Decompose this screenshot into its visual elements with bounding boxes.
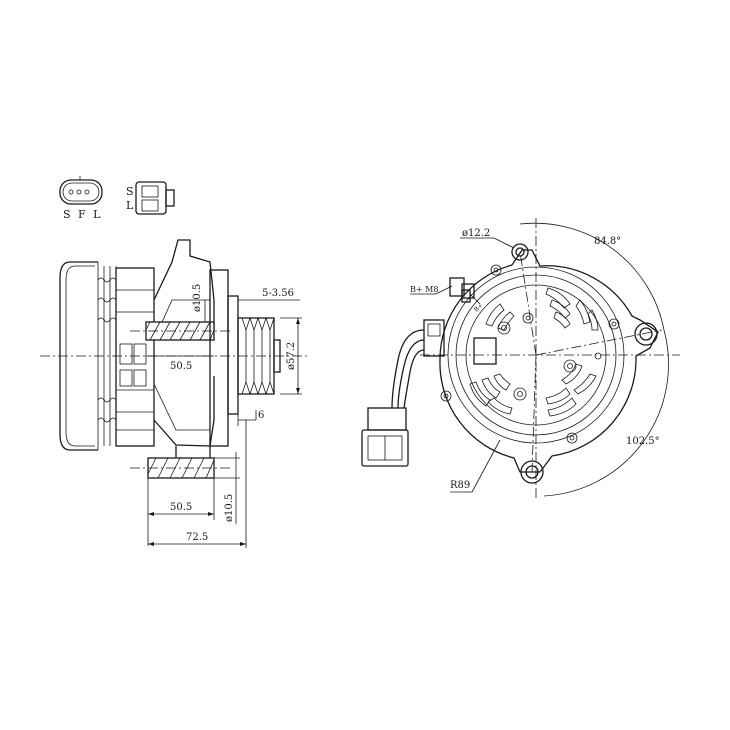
wire-harness [361,319,445,467]
dim-mount-upper: 50.5 [170,361,192,372]
dim-overall: 72.5 [186,532,208,543]
dim-terminal: B+ M8 [410,285,438,294]
dim-bore-upper: ø10.5 [192,284,203,312]
square-connector-icon [135,181,175,215]
mount-holes [511,243,658,484]
dim-radius: R89 [450,480,470,491]
round-connector-label: S F L [63,208,102,221]
square-connector-label-l: L [126,199,134,212]
dim-bore-lower: ø10.5 [224,494,235,522]
svg-text:B+: B+ [473,302,485,313]
dim-angle-upper: 84.8° [594,236,621,247]
alternator-side-view [40,239,310,479]
dim-pulley-grooves: 5-3.56 [262,288,294,299]
round-connector-icon [59,176,103,205]
dim-mount-lower: 50.5 [170,502,192,513]
dim-hole: ø12.2 [462,228,490,239]
side-dimensions: ø10.5 50.5 5-3.56 ø57.2 6 50.5 ø10.5 72.… [146,284,302,548]
dim-pulley-offset: 6 [258,410,264,421]
rear-dimensions: 84.8° 102.5° ø12.2 B+ M8 R89 [410,222,669,497]
dim-pulley-dia: ø57.2 [286,342,297,370]
screws [440,264,620,444]
vent-slots [469,287,599,417]
alternator-rear-view: B+ [361,218,680,500]
dim-angle-lower: 102.5° [626,436,660,447]
square-connector-label-s: S [126,185,134,198]
